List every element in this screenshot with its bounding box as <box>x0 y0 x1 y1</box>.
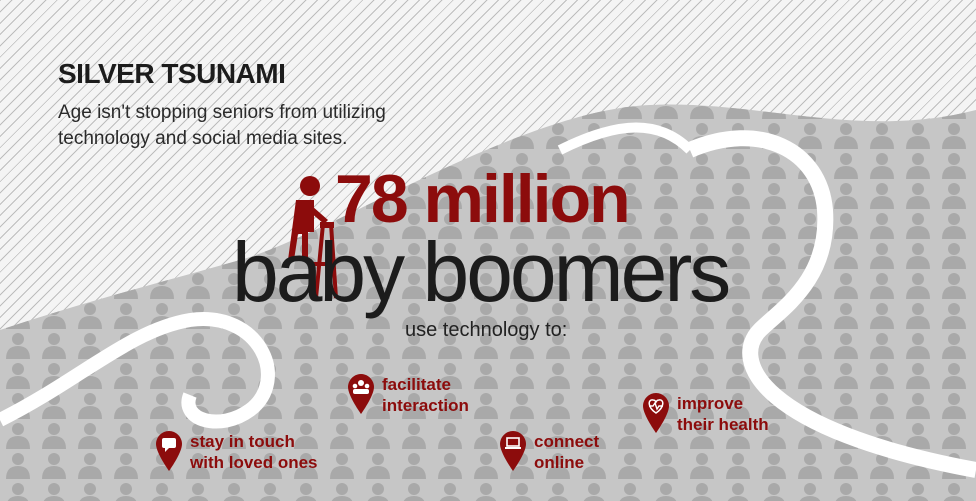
use-connect-online: connect online <box>500 431 599 473</box>
use-improve-health: improve their health <box>643 393 769 435</box>
chat-icon <box>156 431 182 471</box>
wave-curl-right <box>686 130 976 478</box>
use-facilitate-interaction: facilitate interaction <box>348 374 469 416</box>
use-label-line: interaction <box>382 396 469 415</box>
use-label-line: connect <box>534 432 600 451</box>
use-label: improve their health <box>677 393 769 435</box>
subtitle-line: Age isn't stopping seniors from utilizin… <box>58 102 386 123</box>
headline-phrase: baby boomers <box>232 225 731 319</box>
use-label: stay in touch with loved ones <box>190 431 318 473</box>
use-label-line: online <box>534 453 585 472</box>
headline-number: 78 million <box>335 161 631 237</box>
page-subtitle: Age isn't stopping seniors from utilizin… <box>58 100 386 152</box>
wave-crest <box>557 122 694 155</box>
lead-in-text: use technology to: <box>405 319 568 341</box>
laptop-icon <box>500 431 526 471</box>
people-icon <box>348 374 374 414</box>
use-label-line: improve <box>677 394 744 413</box>
wave-curl-left <box>0 312 275 429</box>
use-label: connect online <box>534 431 599 473</box>
heartbeat-icon <box>643 393 669 433</box>
elderly-walker-icon <box>288 176 338 299</box>
page-title: SILVER TSUNAMI <box>58 58 286 89</box>
use-label: facilitate interaction <box>382 374 469 416</box>
people-pattern <box>0 104 976 501</box>
use-label-line: their health <box>677 415 769 434</box>
use-label-line: with loved ones <box>190 453 318 472</box>
use-stay-in-touch: stay in touch with loved ones <box>156 431 318 473</box>
subtitle-line: technology and social media sites. <box>58 128 348 149</box>
use-label-line: stay in touch <box>190 432 295 451</box>
use-label-line: facilitate <box>382 375 451 394</box>
